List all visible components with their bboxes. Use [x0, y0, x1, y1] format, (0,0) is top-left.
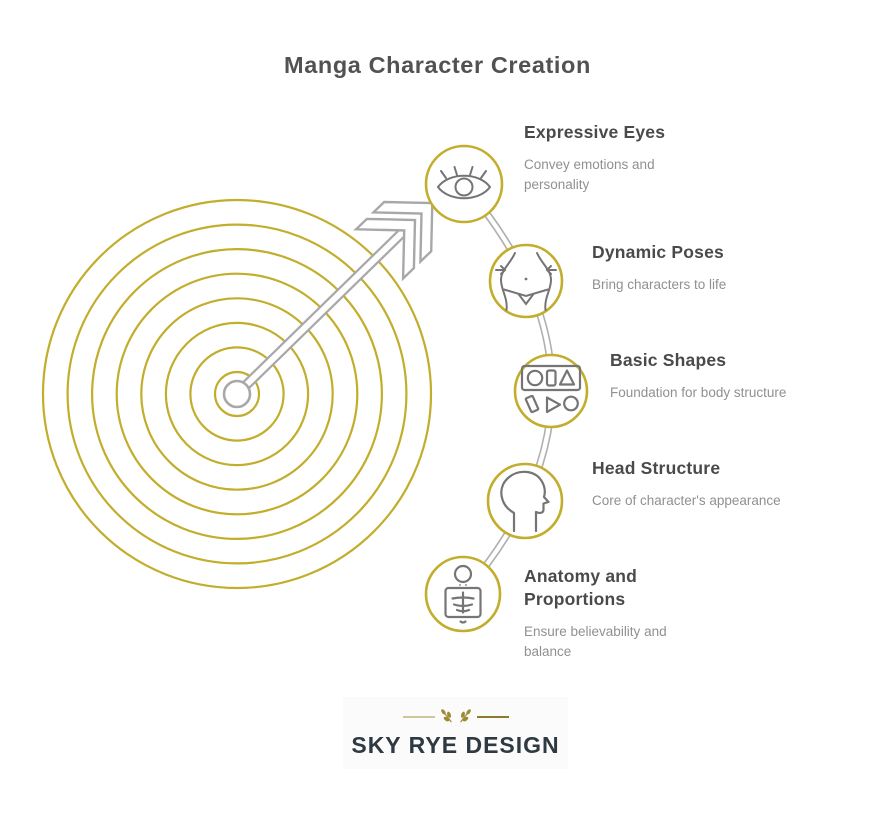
step-title: Anatomy and Proportions: [524, 566, 638, 609]
shapes-icon: [520, 364, 582, 414]
brand-logo: SKY RYE DESIGN: [343, 697, 568, 769]
step-item: Expressive Eyes Convey emotions and pers…: [524, 121, 754, 195]
step-icon-circles: [424, 144, 589, 633]
step-title: Expressive Eyes: [524, 122, 666, 142]
brand-name: SKY RYE DESIGN: [351, 732, 560, 758]
wheat-sprigs-icon: [402, 709, 509, 723]
step-description: Core of character's appearance: [592, 493, 781, 508]
step-item: Dynamic Poses Bring characters to life: [592, 241, 832, 295]
skeleton-icon: [444, 564, 482, 624]
eye-icon: [436, 166, 492, 200]
waist-icon: [495, 252, 557, 311]
step-description: Ensure believability and balance: [524, 624, 667, 659]
step-description: Foundation for body structure: [610, 385, 787, 400]
step-item: Anatomy and Proportions Ensure believabi…: [524, 565, 754, 662]
step-description: Bring characters to life: [592, 277, 727, 292]
step-item: Basic Shapes Foundation for body structu…: [610, 349, 850, 403]
step-title: Basic Shapes: [610, 350, 727, 370]
step-description: Convey emotions and personality: [524, 157, 655, 192]
step-title: Head Structure: [592, 458, 721, 478]
step-item: Head Structure Core of character's appea…: [592, 457, 842, 511]
head-profile-icon: [500, 470, 550, 533]
target-bullseye-graphic: [41, 198, 433, 590]
step-title: Dynamic Poses: [592, 242, 724, 262]
arrow-icon: [222, 200, 434, 409]
arrow-center-pin: [222, 379, 252, 409]
page-title: Manga Character Creation: [284, 52, 591, 78]
